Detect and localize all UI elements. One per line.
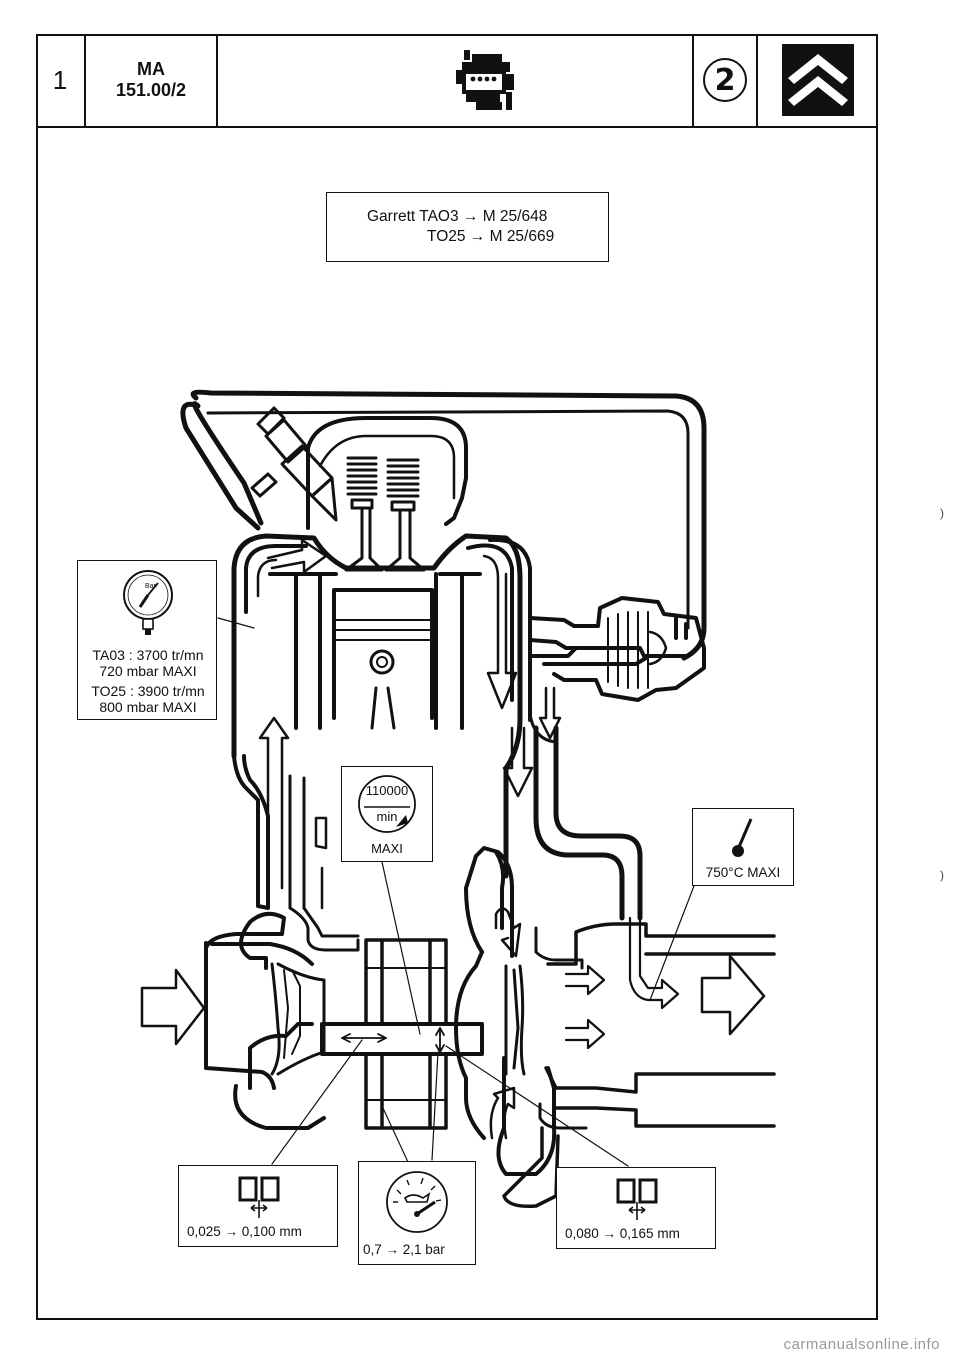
sheet-header: 1 MA 151.00/2 2 (36, 34, 878, 128)
engine-block (231, 533, 523, 879)
wastegate-actuator (528, 596, 706, 702)
axial-play-box: 0,025 → 0,100 mm (178, 1165, 338, 1247)
wastegate-bypass-arrow (628, 916, 680, 1010)
exhaust-valve (384, 508, 426, 572)
tachometer-icon (358, 775, 416, 833)
turbo-reference-box: Garrett TAO3 → M 25/648 TO25 → M 25/669 (326, 192, 609, 262)
leader-oil (381, 1051, 439, 1163)
air-inlet-arrow (140, 968, 206, 1046)
oil-pressure-gauge-icon (386, 1171, 448, 1233)
exhaust-manifold (466, 537, 532, 722)
document-code: MA 151.00/2 (86, 34, 218, 126)
intake-valve (344, 506, 384, 572)
turbine-housing (464, 846, 514, 958)
boost-pressure-box: Bar TA03 : 3700 tr/mn 720 mbar MAXI TO25… (77, 560, 217, 720)
boost-to25-speed: TO25 : 3900 tr/mn (91, 683, 205, 699)
document-code-line2: 151.00/2 (115, 80, 187, 100)
leader-radial (445, 1045, 629, 1167)
boost-ta03-pressure: 720 mbar MAXI (99, 663, 197, 679)
piston-pin (369, 649, 395, 675)
citroen-double-chevron-icon (782, 44, 854, 116)
exhaust-flow-arrow-middle (564, 1018, 606, 1050)
oil-pressure-label: 0,7 → 2,1 bar (363, 1242, 445, 1257)
exhaust-pipe-lower (544, 1066, 776, 1128)
exhaust-flow-arrow (482, 554, 518, 710)
margin-mark: ) (940, 868, 944, 882)
exhaust-temperature-box: 750°C MAXI (692, 808, 794, 886)
oil-pressure-box: 0,7 → 2,1 bar (358, 1161, 476, 1265)
intake-flow-arrow (266, 538, 328, 574)
exhaust-into-turbine-arrow (494, 907, 522, 958)
axial-play-label: 0,025 → 0,100 mm (187, 1224, 302, 1239)
shaft-radial-arrow (435, 1027, 445, 1053)
intake-manifold (244, 544, 308, 614)
turbo-reference-line2: TO25 → M 25/669 (427, 228, 555, 245)
valve-springs (346, 456, 420, 512)
shaft-axial-arrow (341, 1033, 387, 1043)
pressure-gauge-icon: Bar (123, 570, 173, 635)
thermometer-icon (732, 818, 753, 857)
watermark: carmanualsonline.info (783, 1336, 940, 1353)
gauge-unit: Bar (145, 583, 157, 590)
document-code-line1: MA (137, 59, 165, 79)
exhaust-downpipe (533, 725, 643, 921)
page-frame (36, 34, 878, 1320)
cylinder-head-cover (306, 416, 468, 530)
turbo-speed-value: 110000 (365, 783, 409, 798)
boost-ta03-speed: TA03 : 3700 tr/mn (92, 647, 204, 663)
charge-air-flow-arrow (258, 716, 290, 890)
radial-play-label: 0,080 → 0,165 mm (565, 1226, 680, 1241)
logo-cell (758, 34, 878, 126)
margin-mark: ) (940, 506, 944, 520)
exhaust-outlet-arrow (700, 954, 766, 1036)
turbo-speed-unit: min (376, 809, 398, 824)
cylinder-wall-right (434, 572, 464, 730)
cylinder-wall-left (294, 572, 322, 730)
boost-to25-pressure: 800 mbar MAXI (99, 699, 197, 715)
leader-speed (381, 861, 421, 1035)
turbo-speed-limit: MAXI (371, 841, 403, 856)
leader-temp (649, 885, 695, 1001)
turbine-wheel (504, 964, 526, 1076)
piston (332, 588, 434, 720)
version-badge: 2 (703, 58, 747, 102)
radial-play-icon (616, 1178, 658, 1220)
leader-axial (271, 1039, 363, 1165)
axial-play-icon (238, 1176, 280, 1218)
exhaust-pipe-upper (546, 922, 776, 966)
radial-play-box: 0,080 → 0,165 mm (556, 1167, 716, 1249)
sheet-number: 1 (36, 34, 86, 126)
engine-block-icon (456, 50, 514, 110)
charge-air-pipe (232, 754, 270, 910)
injector (250, 406, 338, 522)
exhaust-out-turbine-arrow (489, 1086, 516, 1140)
turbocharger-lubrication-diagram (140, 389, 776, 1209)
wastegate-control-line (180, 389, 707, 661)
turbo-speed-box: 110000 min MAXI (341, 766, 433, 862)
turbo-reference-line1: Garrett TAO3 → M 25/648 (367, 208, 548, 225)
compressor-housing (204, 911, 286, 1000)
exhaust-temperature-label: 750°C MAXI (705, 865, 781, 880)
exhaust-flow-arrow-upper (564, 964, 606, 996)
version-cell: 2 (694, 34, 758, 126)
engine-icon-cell (218, 34, 694, 126)
oil-feed-line (288, 906, 360, 952)
leader-boost (217, 617, 255, 629)
